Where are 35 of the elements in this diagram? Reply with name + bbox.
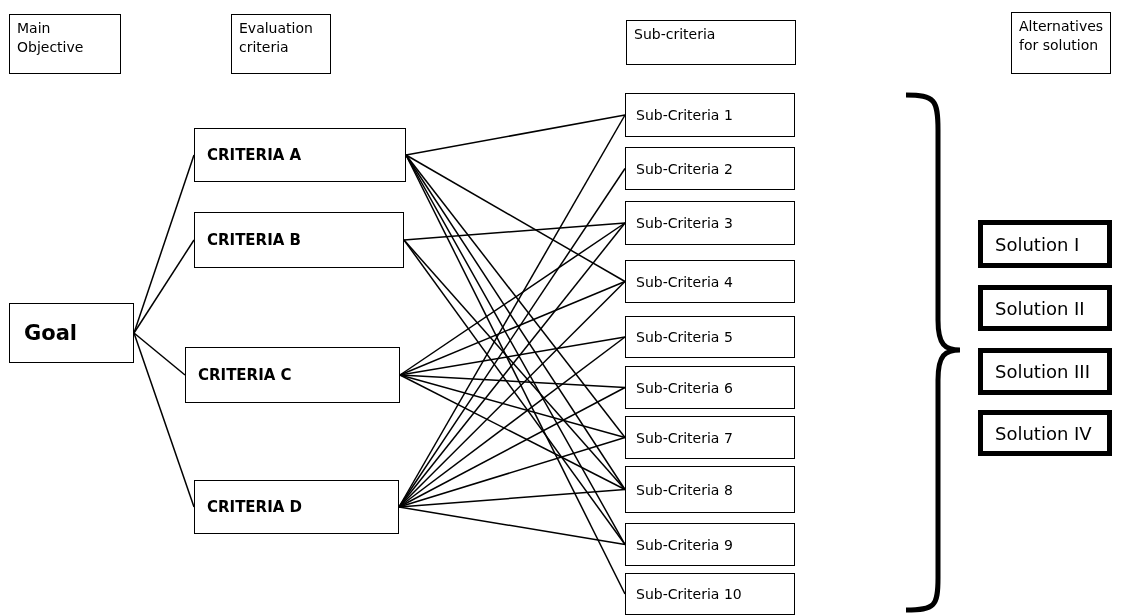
criteria-box: CRITERIA D	[194, 480, 399, 534]
sub-criteria-box: Sub-Criteria 3	[625, 201, 795, 245]
goal-box: Goal	[9, 303, 134, 363]
sub-criteria-box: Sub-Criteria 5	[625, 316, 795, 358]
column-header-box: Main Objective	[9, 14, 121, 74]
criteria-box: CRITERIA A	[194, 128, 406, 182]
sub-criteria-box: Sub-Criteria 8	[625, 466, 795, 513]
sub-criteria-box: Sub-Criteria 9	[625, 523, 795, 566]
solution-box: Solution IV	[978, 410, 1112, 456]
sub-criteria-box: Sub-Criteria 2	[625, 147, 795, 190]
sub-criteria-box: Sub-Criteria 7	[625, 416, 795, 459]
column-header-box: Evaluation criteria	[231, 14, 331, 74]
connector-line	[398, 506, 626, 546]
column-header-box: Sub-criteria	[626, 20, 796, 65]
connector-line	[403, 239, 626, 546]
sub-criteria-box: Sub-Criteria 6	[625, 366, 795, 409]
connector-line	[399, 280, 626, 376]
connector-line	[133, 332, 195, 508]
sub-criteria-box: Sub-Criteria 10	[625, 573, 795, 615]
connector-line	[133, 239, 195, 334]
connector-line	[405, 114, 626, 156]
connector-line	[405, 154, 626, 283]
solution-box: Solution III	[978, 348, 1112, 395]
column-header-box: Alternatives for solution	[1011, 12, 1111, 74]
solution-box: Solution II	[978, 285, 1112, 331]
solution-box: Solution I	[978, 220, 1112, 268]
connector-line	[133, 154, 195, 334]
criteria-box: CRITERIA C	[185, 347, 400, 403]
connector-line	[399, 374, 626, 491]
sub-criteria-box: Sub-Criteria 1	[625, 93, 795, 137]
criteria-box: CRITERIA B	[194, 212, 404, 268]
sub-criteria-box: Sub-Criteria 4	[625, 260, 795, 303]
connector-line	[399, 222, 626, 376]
connector-line	[403, 222, 626, 241]
connector-line	[133, 332, 186, 376]
